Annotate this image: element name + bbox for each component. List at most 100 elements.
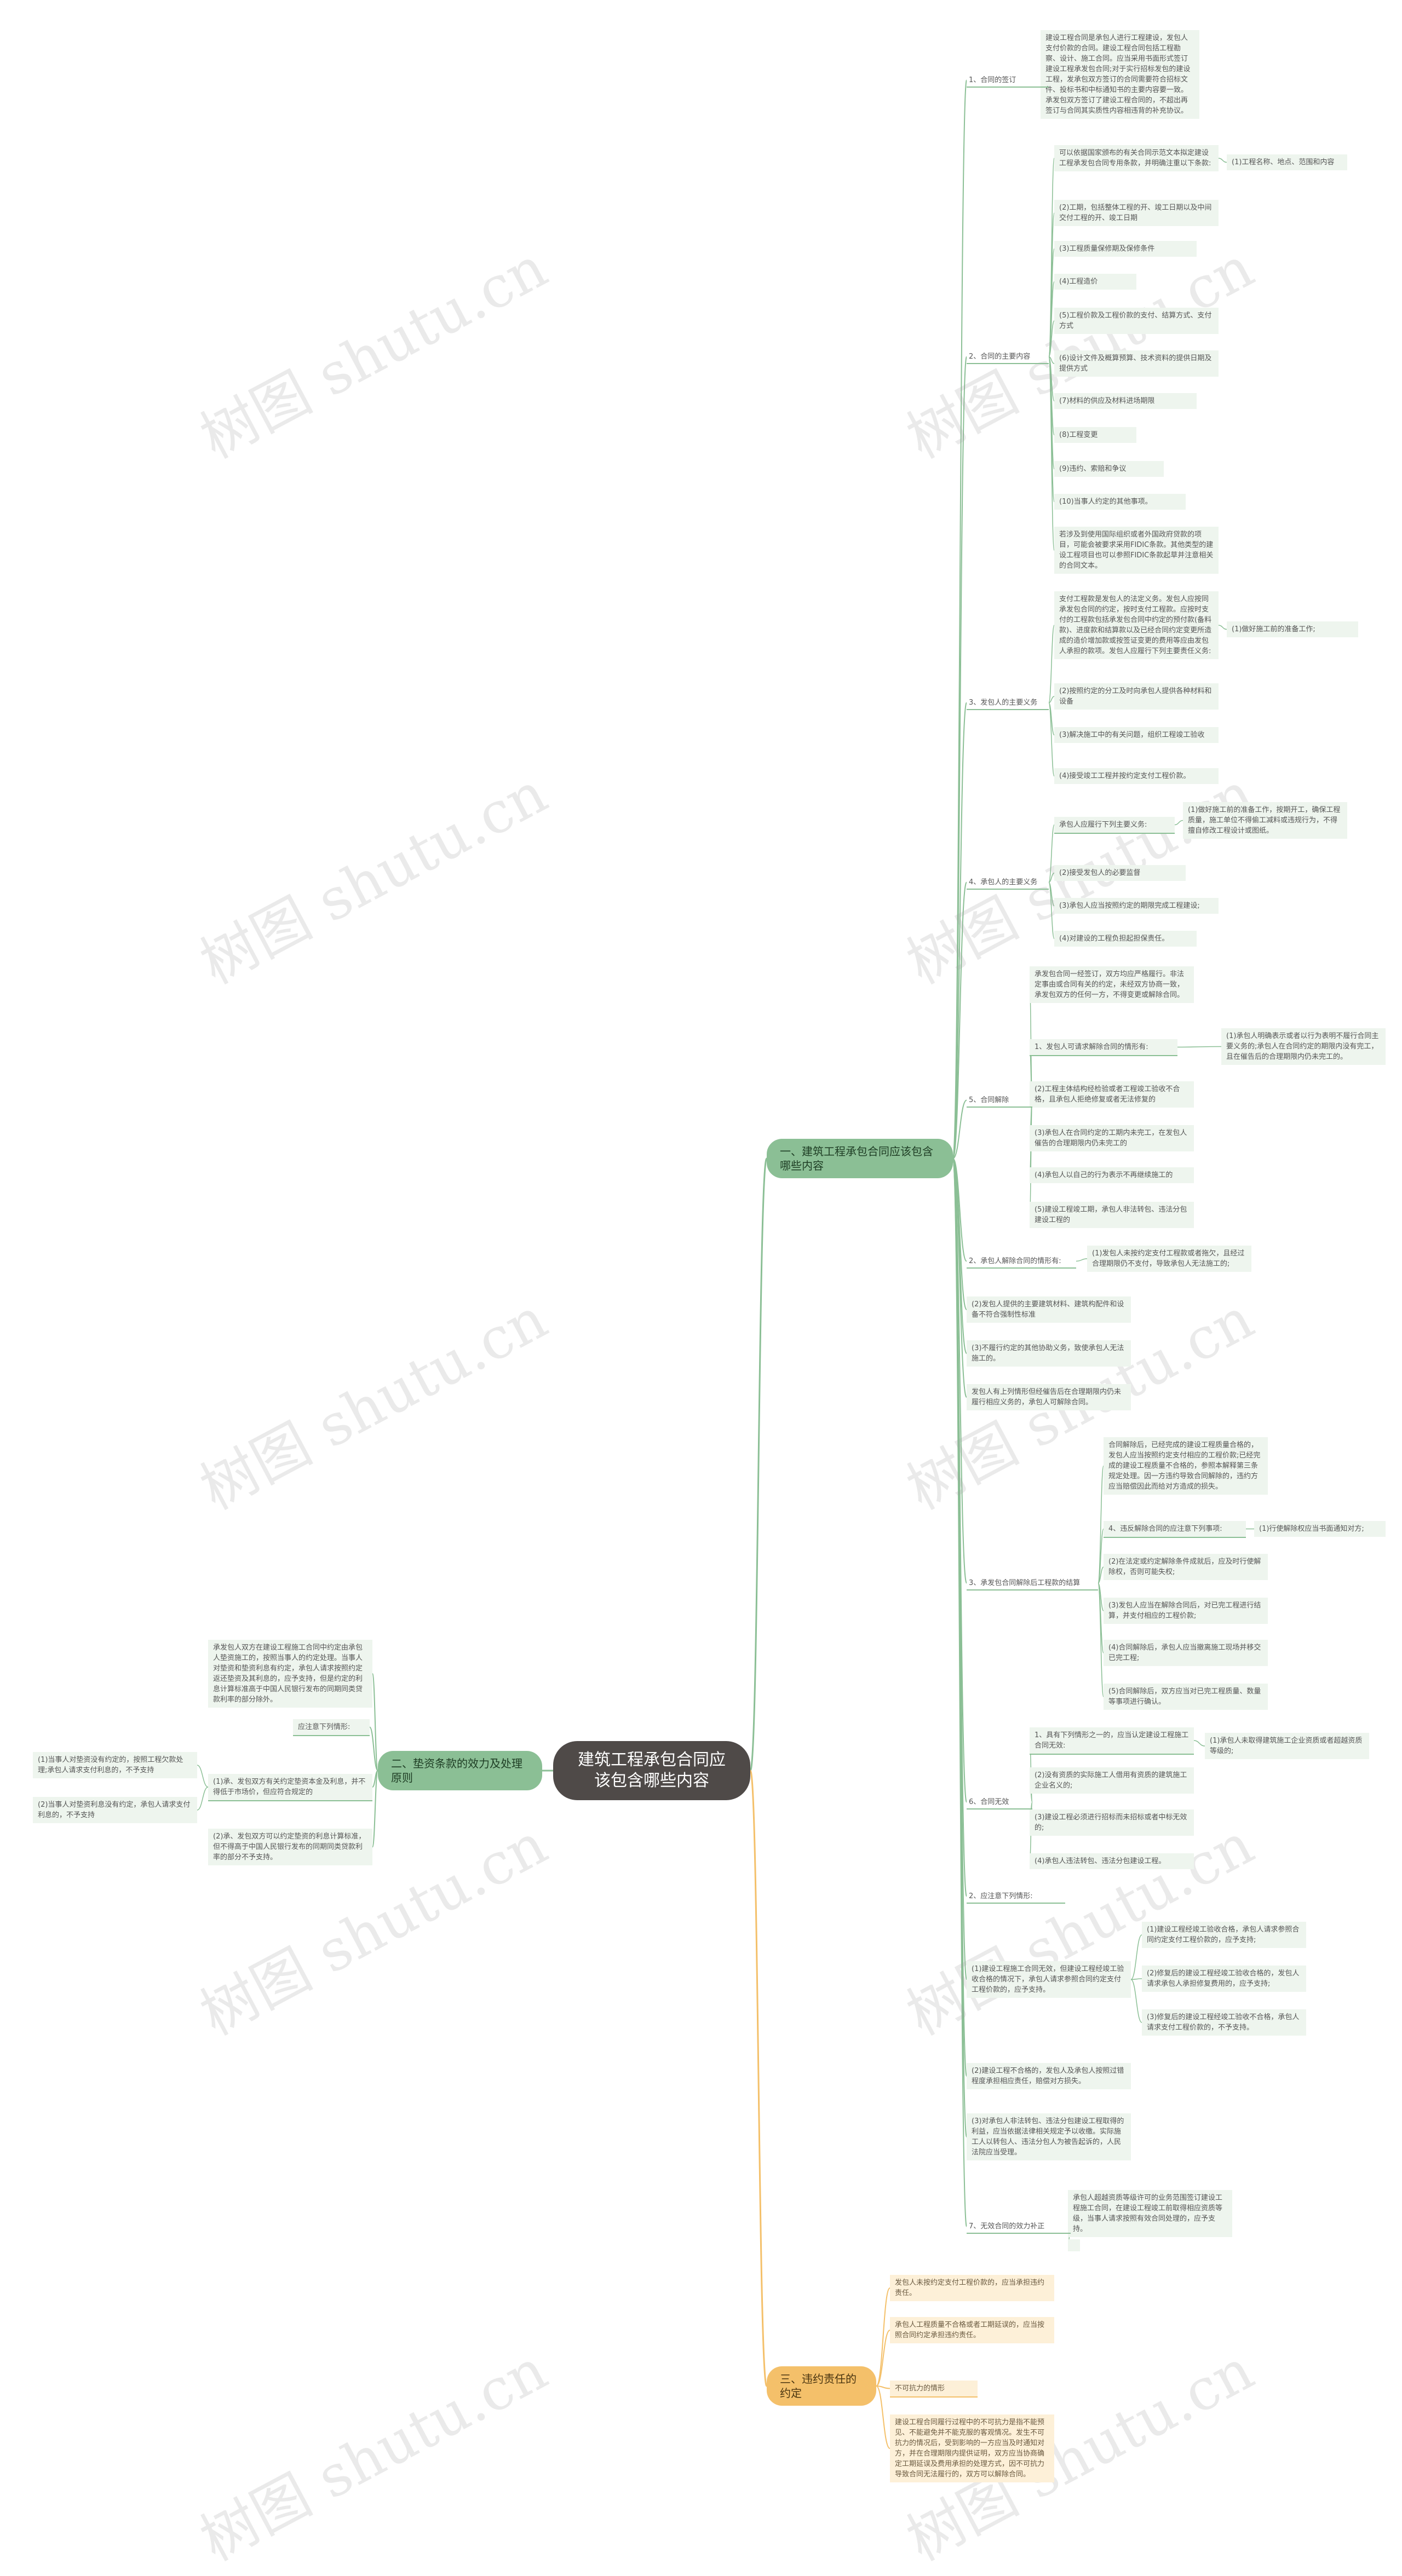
note-attention-funding: 应注意下列情形: bbox=[293, 1719, 370, 1735]
connector bbox=[369, 1726, 378, 1771]
note-supply: (2)按照约定的分工及时向承包人提供各种材料和设备 bbox=[1054, 683, 1219, 710]
connector bbox=[952, 881, 967, 1159]
branch-breach-liability[interactable]: 三、违约责任的约定 bbox=[767, 2366, 876, 2406]
note-repair-fail: (3)修复后的建设工程经竣工验收不合格，承包人请求支付工程价款的，不予支持。 bbox=[1142, 2009, 1306, 2036]
note-assistance: (3)不履行约定的其他协助义务，致使承包人无法施工的。 bbox=[967, 1340, 1131, 1367]
note-employer-breach: 发包人未按约定支付工程价款的，应当承担违约责任。 bbox=[890, 2275, 1054, 2301]
connector bbox=[952, 1158, 967, 2227]
branch-advance-funding[interactable]: 二、垫资条款的效力及处理原则 bbox=[378, 1751, 542, 1790]
connector bbox=[1048, 356, 1055, 551]
note-no-interest: (2)当事人对垫资利息没有约定，承包人请求支付利息的，不予支持 bbox=[33, 1797, 197, 1823]
note-force-majeure: 建设工程合同履行过程中的不可抗力是指不能预见、不能避免并不能克服的客观情况。发生… bbox=[890, 2414, 1054, 2482]
connector bbox=[952, 1158, 967, 1584]
connector bbox=[1076, 1258, 1088, 1262]
underline bbox=[967, 1267, 1076, 1269]
note-duration: (2)工期，包括整体工程的开、竣工日期以及中间交付工程的开、竣工日期 bbox=[1054, 200, 1219, 226]
connector bbox=[876, 2385, 890, 2389]
connector bbox=[1048, 320, 1055, 358]
note-confiscation: (3)对承包人非法转包、违法分包建设工程取得的利益，应当依据法律相关规定予以收缴… bbox=[967, 2113, 1131, 2160]
connector bbox=[1218, 625, 1227, 630]
empty-node bbox=[1068, 2239, 1080, 2251]
connector bbox=[1193, 1740, 1205, 1747]
connector bbox=[1130, 1979, 1142, 2023]
underline bbox=[1030, 1055, 1177, 1056]
subtopic-employer-duties[interactable]: 3、发包人的主要义务 bbox=[969, 699, 1038, 707]
note-subcontract: (5)建设工程竣工期，承包人非法转包、违法分包建设工程的 bbox=[1030, 1202, 1194, 1228]
subtopic-contractor-termination[interactable]: 2、承包人解除合同的情形有: bbox=[969, 1257, 1061, 1265]
underline bbox=[967, 889, 1049, 890]
subtopic-notes[interactable]: 2、应注意下列情形: bbox=[969, 1892, 1033, 1900]
connector bbox=[749, 1770, 768, 2387]
note-invalid-cases: 1、具有下列情形之一的，应当认定建设工程施工合同无效: bbox=[1030, 1727, 1194, 1754]
subtopic-invalid[interactable]: 6、合同无效 bbox=[969, 1798, 1009, 1806]
note-other: (10)当事人约定的其他事项。 bbox=[1054, 494, 1186, 510]
connector bbox=[197, 1787, 209, 1811]
note-defects: (2)工程主体结构经检验或者工程竣工验收不合格，且承包人拒绝修复或者无法修复的 bbox=[1030, 1081, 1194, 1108]
note-later-qualification: 承包人超越资质等级许可的业务范围签订建设工程施工合同，在建设工程竣工前取得相应资… bbox=[1068, 2190, 1232, 2237]
note-handover: (4)合同解除后，承包人应当撤离施工现场并移交已完工程; bbox=[1104, 1640, 1268, 1666]
connector bbox=[876, 2287, 890, 2387]
note-advance-funding: 承发包人双方在建设工程施工合同中约定由承包人垫资施工的，按照当事人的约定处理。当… bbox=[208, 1640, 372, 1708]
note-timely: (2)在法定或约定解除条件成就后，应及时行使解除权，否则可能失权; bbox=[1104, 1554, 1268, 1580]
underline bbox=[1104, 1537, 1246, 1538]
note-materials-standard: (2)发包人提供的主要建筑材料、建筑构配件和设备不符合强制性标准 bbox=[967, 1296, 1131, 1323]
root-topic[interactable]: 建筑工程承包合同应该包含哪些内容 bbox=[553, 1741, 750, 1800]
note-confirm: (5)合同解除后，双方应当对已完工程质量、数量等事项进行确认。 bbox=[1104, 1684, 1268, 1710]
note-written-notice: (1)行使解除权应当书面通知对方; bbox=[1254, 1521, 1386, 1537]
connector bbox=[1218, 158, 1227, 163]
connector bbox=[952, 1158, 967, 1398]
note-delay: (3)承包人在合同约定的工期内未完工，在发包人催告的合理期限内仍未完工的 bbox=[1030, 1125, 1194, 1151]
note-interest-cap: (2)承、发包双方可以约定垫资的利息计算标准，但不得高于中国人民银行发布的同期同… bbox=[208, 1829, 372, 1865]
subtopic-main-contents[interactable]: 2、合同的主要内容 bbox=[969, 353, 1031, 361]
connector bbox=[1048, 625, 1055, 704]
underline bbox=[1030, 1754, 1194, 1755]
connector bbox=[1098, 1582, 1104, 1697]
note-no-unilateral: 承发包合同一经签订，双方均应严格履行。非法定事由或合同有关的约定，未经双方协商一… bbox=[1030, 966, 1194, 1003]
connector bbox=[1098, 1528, 1104, 1584]
note-payment: (5)工程价款及工程价款的支付、结算方式、支付方式 bbox=[1054, 308, 1219, 334]
connector bbox=[876, 2385, 890, 2449]
note-warranty: (3)工程质量保修期及保修条件 bbox=[1054, 241, 1197, 257]
note-pay-duty: 支付工程款是发包人的法定义务。发包人应按同承发包合同的约定，按时支付工程款。应按… bbox=[1054, 591, 1219, 659]
connector bbox=[1048, 881, 1055, 940]
connector bbox=[1130, 1978, 1142, 1980]
branch-contract-contents[interactable]: 一、建筑工程承包合同应该包含哪些内容 bbox=[767, 1139, 953, 1178]
note-borrowed-name: (2)没有资质的实际施工人借用有资质的建筑施工企业名义的; bbox=[1030, 1767, 1194, 1794]
note-nonpayment: (1)发包人未按约定支付工程款或者拖欠，且经过合理期限仍不支付，导致承包人无法施… bbox=[1087, 1246, 1251, 1272]
subtopic-termination[interactable]: 5、合同解除 bbox=[969, 1096, 1009, 1104]
note-change: (8)工程变更 bbox=[1054, 427, 1136, 443]
subtopic-settlement[interactable]: 3、承发包合同解除后工程款的结算 bbox=[969, 1579, 1081, 1587]
subtopic-contractor-duties[interactable]: 4、承包人的主要义务 bbox=[969, 878, 1038, 886]
connector bbox=[1098, 1465, 1104, 1584]
underline bbox=[967, 1808, 1032, 1809]
connector bbox=[1048, 702, 1055, 777]
connector bbox=[1098, 1566, 1104, 1584]
note-no-agreement: (1)当事人对垫资没有约定的，按照工程欠款处理;承包人请求支付利息的，不予支持 bbox=[33, 1752, 197, 1778]
note-attention: 4、违反解除合同的应注意下列事项: bbox=[1104, 1521, 1246, 1537]
note-supervision: (2)接受发包人的必要监督 bbox=[1054, 865, 1186, 881]
note-materials: (7)材料的供应及材料进场期限 bbox=[1054, 393, 1197, 409]
note-contract-signing: 建设工程合同是承包人进行工程建设，发包人支付价款的合同。建设工程合同包括工程勘察… bbox=[1041, 30, 1199, 119]
note-abandon: (4)承包人以自己的行为表示不再继续施工的 bbox=[1030, 1167, 1194, 1183]
note-quality: (1)做好施工前的准备工作，按期开工，确保工程质量，施工单位不得偷工减料或违规行… bbox=[1183, 802, 1347, 839]
connector bbox=[1048, 824, 1055, 883]
note-settlement-quality: 合同解除后，已经完成的建设工程质量合格的，发包人应当按照约定支付相应的工程价款;… bbox=[1104, 1437, 1268, 1495]
note-dispute: (9)违约、索赔和争议 bbox=[1054, 461, 1164, 477]
connector bbox=[1048, 872, 1055, 883]
note-tender: (3)建设工程必须进行招标而未招标或者中标无效的; bbox=[1030, 1809, 1194, 1836]
note-contractor-breach: 承包人工程质量不合格或者工期延误的，应当按照合同约定承担违约责任。 bbox=[890, 2317, 1054, 2343]
connector bbox=[952, 702, 967, 1159]
connector bbox=[1048, 696, 1055, 704]
connector bbox=[876, 2330, 890, 2387]
underline bbox=[967, 1107, 1032, 1108]
subtopic-validity-cure[interactable]: 7、无效合同的效力补正 bbox=[969, 2222, 1045, 2231]
underline bbox=[1054, 833, 1175, 834]
note-fidic: 若涉及到使用国际组织或者外国政府贷款的项目，可能会被要求采用FIDIC条款。其他… bbox=[1054, 527, 1219, 574]
underline bbox=[293, 1735, 370, 1736]
subtopic-contract-signing[interactable]: 1、合同的签订 bbox=[969, 76, 1016, 84]
connector bbox=[1130, 1934, 1142, 1980]
connector bbox=[197, 1765, 209, 1788]
underline bbox=[967, 1903, 1065, 1904]
note-repudiation: (1)承包人明确表示或者以行为表明不履行合同主要义务的;承包人在合同约定的期限内… bbox=[1221, 1028, 1386, 1065]
